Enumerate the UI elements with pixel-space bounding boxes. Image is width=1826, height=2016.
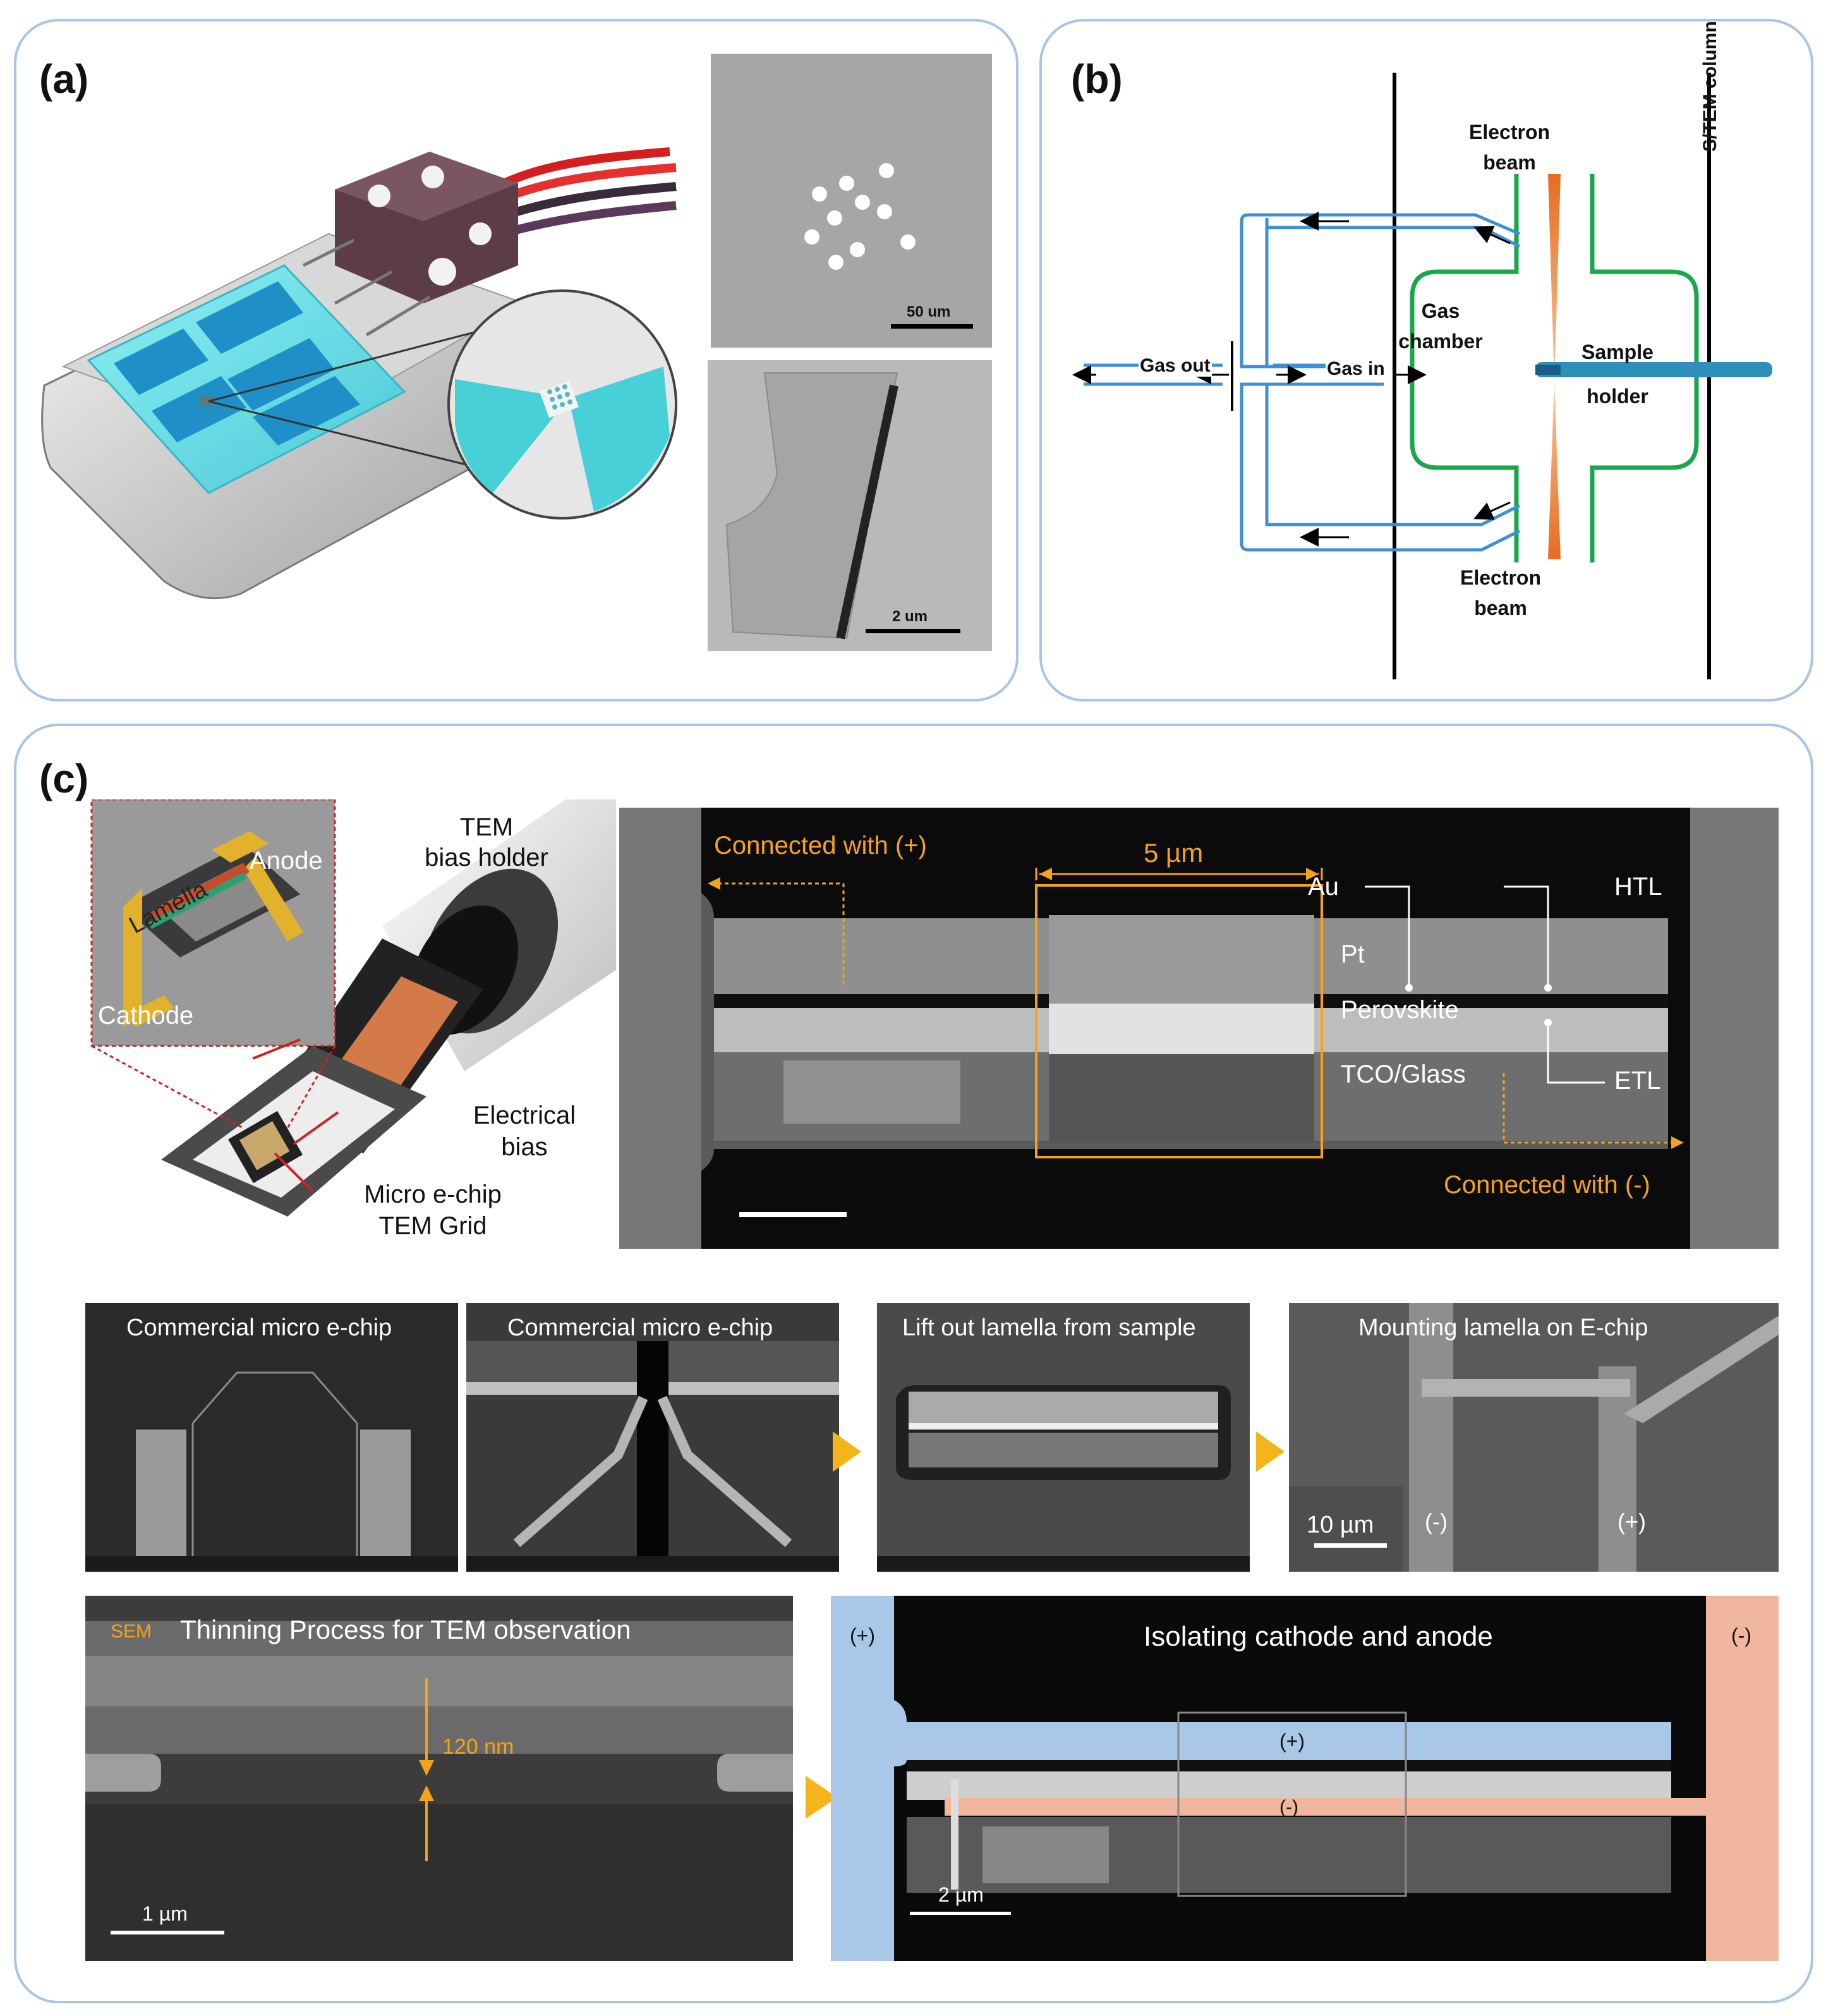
connected-minus-label: Connected with (-) xyxy=(1444,1171,1650,1199)
electrical-bias-line1: Electrical xyxy=(473,1102,576,1129)
electron-beam-top xyxy=(1548,174,1561,382)
au-label: Au xyxy=(1308,873,1339,901)
device-cross-section-sem: Connected with (+) Connected with (-) 5 … xyxy=(619,808,1779,1249)
lamella-micrograph: 2 um xyxy=(708,360,992,651)
scale-bar xyxy=(739,1212,847,1217)
gas-cell-holder-illustration xyxy=(41,147,677,600)
electron-beam-top-line2: beam xyxy=(1483,151,1536,174)
inset-cathode-label: Cathode xyxy=(98,1002,194,1029)
panel-c-label: (c) xyxy=(39,756,89,801)
electron-beam-top-label: Electron beam xyxy=(1469,117,1550,178)
scale-label: 1 µm xyxy=(142,1902,188,1925)
sample-holder-line1: Sample xyxy=(1581,341,1654,363)
plus-layer-label: (+) xyxy=(1279,1730,1305,1752)
step-commercial-echip-2: Commercial micro e-chip xyxy=(466,1303,839,1572)
gas-in-label: Gas in xyxy=(1326,358,1386,380)
minus-terminal-label: (-) xyxy=(1425,1509,1448,1534)
sample-holder-line2: holder xyxy=(1587,385,1648,408)
thinning-process-sem: SEM Thinning Process for TEM observation… xyxy=(85,1596,793,1961)
perovskite-label: Perovskite xyxy=(1341,996,1459,1024)
sem-tag: SEM xyxy=(111,1621,152,1642)
scale-bar xyxy=(891,324,973,329)
scale-label: 2 um xyxy=(892,608,928,625)
tem-bias-holder-label: TEM bias holder xyxy=(425,812,548,873)
column-label: S/TEM column xyxy=(1700,21,1720,152)
micro-echip-line2: TEM Grid xyxy=(378,1212,487,1240)
membrane-holes xyxy=(804,163,916,270)
connected-plus-label: Connected with (+) xyxy=(714,832,927,859)
scale-label: 2 µm xyxy=(938,1883,984,1906)
isolating-electrodes-sem: Isolating cathode and anode (+) (-) (+) … xyxy=(831,1596,1779,1961)
electron-beam-top-line1: Electron xyxy=(1469,121,1551,143)
gas-chamber-line1: Gas xyxy=(1421,300,1460,322)
electron-beam-bottom-label: Electron beam xyxy=(1460,562,1541,623)
scale-bar xyxy=(1314,1543,1387,1548)
electrical-bias-label: Electrical bias xyxy=(473,1100,576,1163)
step-mounting-lamella: Mounting lamella on E-chip 10 µm (-) (+) xyxy=(1289,1303,1779,1572)
scale-label: 50 um xyxy=(907,303,951,320)
panel-a-label: (a) xyxy=(39,56,89,102)
step-caption: Commercial micro e-chip xyxy=(507,1315,773,1341)
gas-chamber-line2: chamber xyxy=(1398,330,1483,353)
electron-beam-bottom xyxy=(1548,382,1561,559)
panel-b-label: (b) xyxy=(1071,56,1123,102)
gas-chamber-label: Gas chamber xyxy=(1398,296,1482,356)
tem-bias-holder-line1: TEM xyxy=(459,813,514,841)
thickness-label: 120 nm xyxy=(442,1735,514,1759)
tem-bias-holder-line2: bias holder xyxy=(425,844,548,871)
htl-label: HTL xyxy=(1614,873,1662,901)
scale-bar xyxy=(866,629,960,633)
electrical-bias-line2: bias xyxy=(501,1133,548,1161)
step-lift-out-lamella: Lift out lamella from sample xyxy=(877,1303,1250,1572)
tem-bias-holder-illustration xyxy=(90,799,616,1217)
step-caption: Commercial micro e-chip xyxy=(126,1315,392,1341)
arrow-step xyxy=(1256,1431,1285,1472)
inset-anode-label: Anode xyxy=(250,847,323,875)
micro-echip-line1: Micro e-chip xyxy=(364,1181,502,1208)
thinning-title: Thinning Process for TEM observation xyxy=(180,1615,631,1644)
gas-out-label: Gas out xyxy=(1139,355,1212,377)
electron-beam-bottom-line1: Electron xyxy=(1460,566,1542,589)
isolating-title: Isolating cathode and anode xyxy=(1144,1621,1493,1652)
plus-region-label: (+) xyxy=(850,1624,875,1647)
minus-layer-label: (-) xyxy=(1279,1797,1298,1818)
width-label: 5 µm xyxy=(1144,838,1204,868)
gas-chamber-wall-left xyxy=(1410,174,1519,562)
micro-echip-label: Micro e-chip TEM Grid xyxy=(364,1179,502,1242)
pt-label: Pt xyxy=(1341,940,1365,968)
scale-label: 10 µm xyxy=(1307,1512,1374,1538)
etl-label: ETL xyxy=(1614,1067,1661,1095)
electron-beam-bottom-line2: beam xyxy=(1474,597,1527,619)
sample-holder-rod xyxy=(1535,362,1772,377)
plus-terminal-label: (+) xyxy=(1617,1509,1646,1534)
sample-holder-label: Sample holder xyxy=(1581,330,1654,418)
highlight-box xyxy=(1035,884,1323,1158)
step-caption: Lift out lamella from sample xyxy=(902,1315,1196,1341)
membrane-window-micrograph: 50 um xyxy=(711,54,992,348)
step-commercial-echip-1: Commercial micro e-chip xyxy=(85,1303,458,1572)
step-caption: Mounting lamella on E-chip xyxy=(1358,1315,1648,1341)
gas-flow-lines xyxy=(1084,213,1521,552)
tco-label: TCO/Glass xyxy=(1341,1060,1466,1088)
arrow-step xyxy=(833,1431,861,1472)
minus-region-label: (-) xyxy=(1731,1624,1751,1647)
